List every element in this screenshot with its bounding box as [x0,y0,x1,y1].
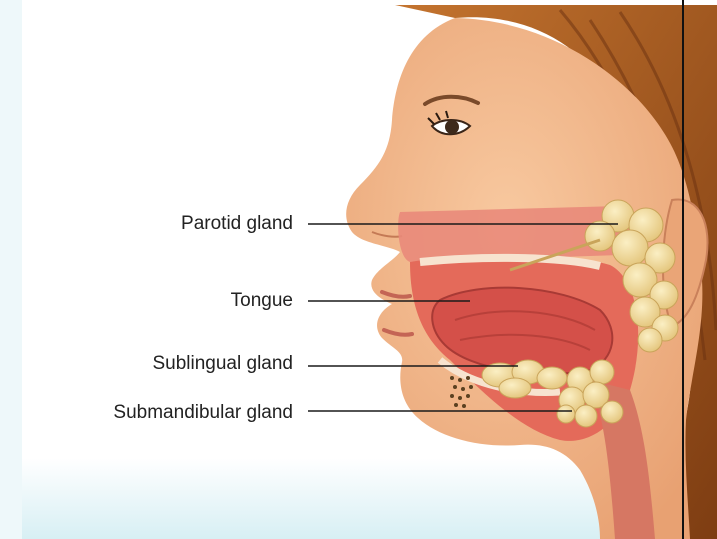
label-sublingual-gland: Sublingual gland [152,353,293,375]
background-tint-left [0,0,22,539]
vertical-divider [682,0,684,539]
label-tongue: Tongue [231,290,293,312]
iris [445,120,459,134]
label-parotid-gland: Parotid gland [181,213,293,235]
label-submandibular-gland: Submandibular gland [113,402,293,424]
